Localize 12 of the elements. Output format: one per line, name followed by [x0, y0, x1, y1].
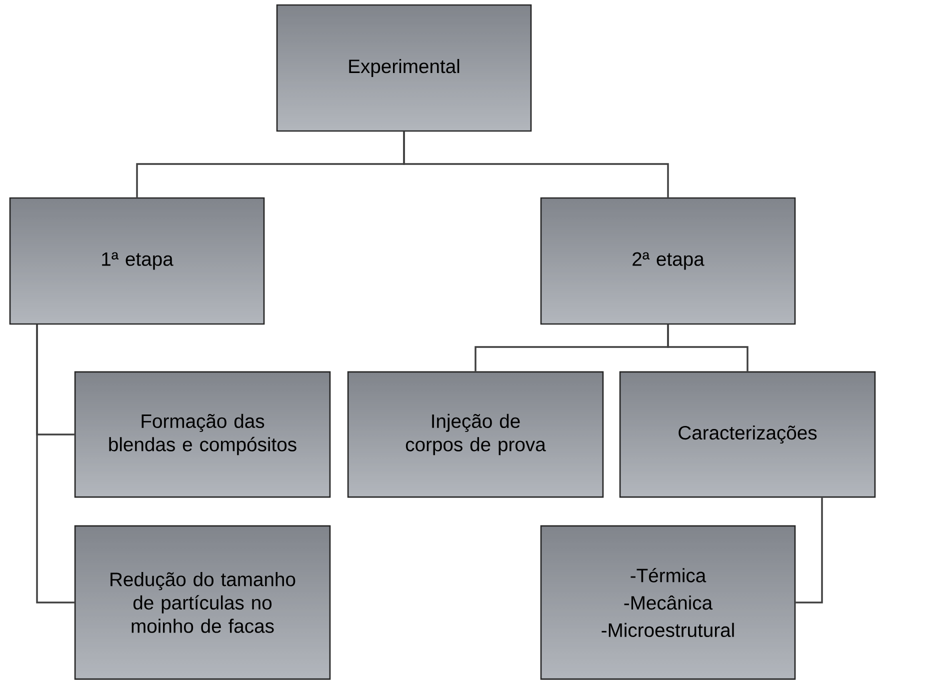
connector-line [667, 324, 748, 372]
process-box: 1ª etapa [9, 197, 265, 325]
connector-line [36, 324, 74, 604]
process-box: Formação das blendas e compósitos [74, 371, 331, 498]
process-box: Experimental [276, 4, 532, 132]
connector-line [403, 132, 669, 198]
process-box: Injeção de corpos de prova [347, 371, 604, 498]
connector-line [796, 498, 823, 604]
process-box: 2ª etapa [540, 197, 796, 325]
process-box: -Térmica -Mecânica -Microestrutural [540, 525, 796, 680]
process-box: Caracterizações [619, 371, 876, 498]
process-box: Redução do tamanho de partículas no moinho de facas [74, 525, 331, 680]
